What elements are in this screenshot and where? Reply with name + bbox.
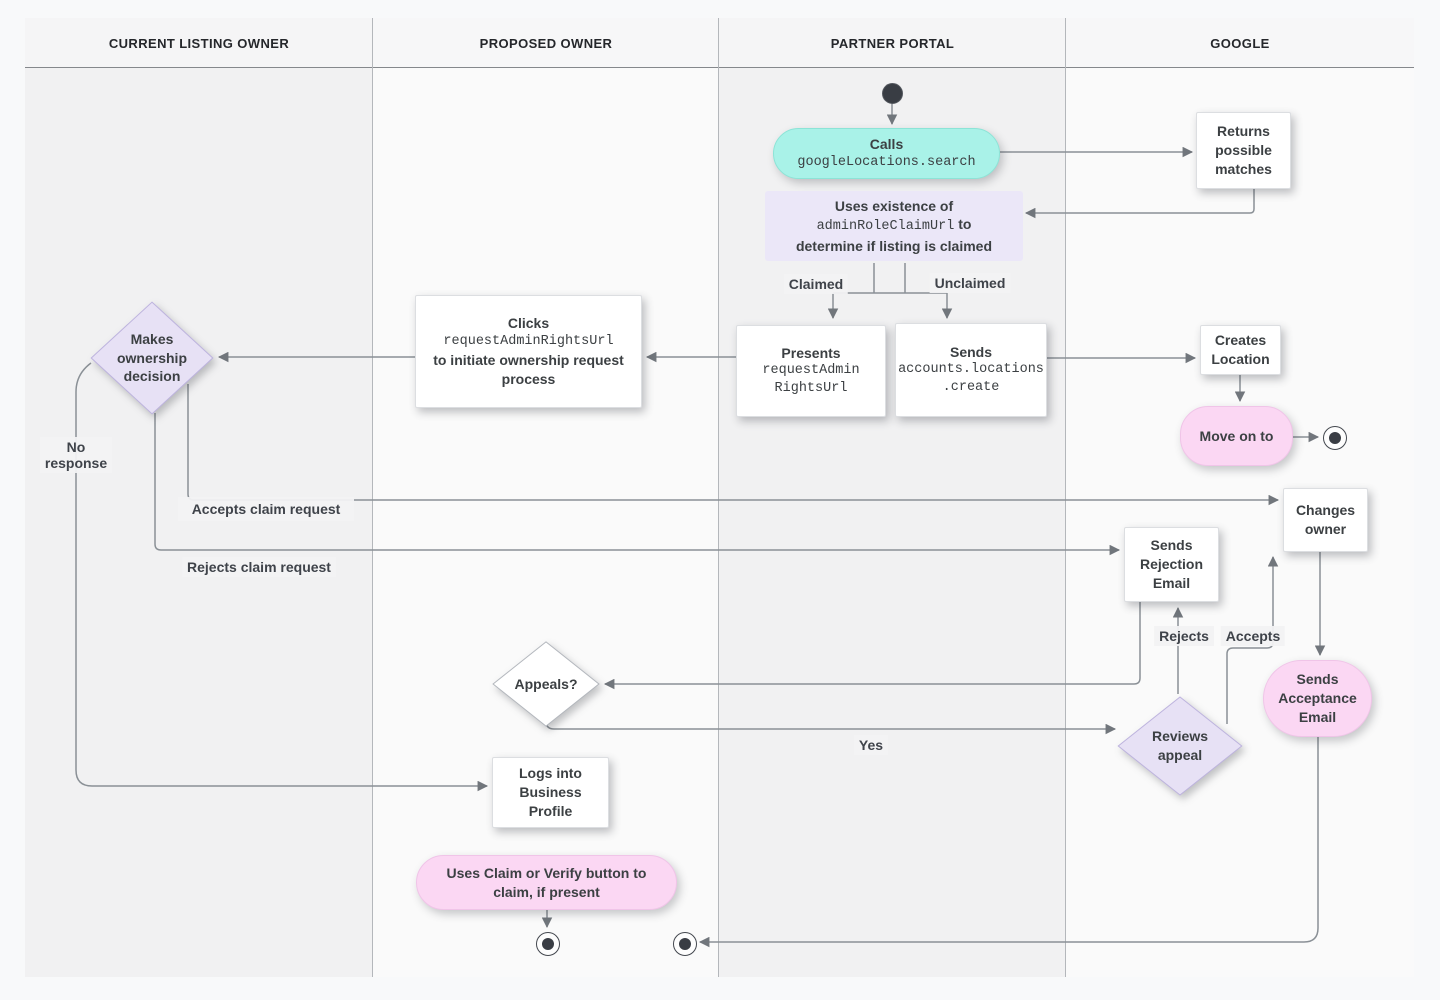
diamond-shape [492,641,600,727]
node-title: Clicks [507,315,550,332]
node-code-text: requestAdmin [762,363,860,379]
lane-header-row [25,18,1414,68]
node-text: Makes ownership decision [116,330,187,385]
edge-label-accepts: Accepts [1220,626,1286,646]
node-text: Logs into Business Profile [519,765,582,819]
end-node-dot [679,938,691,950]
node-makes-ownership-decision: Makes ownership decision [90,301,214,415]
edge-label-yes: Yes [853,735,889,755]
edge-label-rejects: Rejects [1154,626,1214,646]
node-code-text: requestAdminRightsUrl [443,334,614,350]
node-presents-requestadminrightsurl: Presents requestAdmin RightsUrl [736,325,886,417]
diamond-shape [90,301,214,415]
end-node-move-on [1323,426,1347,450]
lane-header-current-listing-owner: CURRENT LISTING OWNER [108,35,290,51]
node-text: Uses Claim or Verify button to claim, if… [446,864,647,900]
node-logs-into-business-profile: Logs into Business Profile [492,757,609,828]
node-text: Reviews appeal [1151,728,1209,763]
node-uses-claim-or-verify-button: Uses Claim or Verify button to claim, if… [416,855,677,910]
end-node-claim-flow [536,932,560,956]
node-text: Returns possible matches [1215,123,1272,177]
node-text: Changes owner [1295,502,1356,537]
node-appeals-decision: Appeals? [492,641,600,727]
end-node-dot [1329,432,1341,444]
lane-divider [1065,18,1066,977]
lane-divider [718,18,719,977]
node-sends-acceptance-email: Sends Acceptance Email [1263,660,1372,737]
node-text: Move on to [1199,427,1274,444]
node-text: Sends Rejection Email [1139,537,1203,591]
node-text: Creates Location [1211,332,1270,367]
edge-label-rejects-claim-request: Rejects claim request [182,557,336,577]
node-title: Calls [869,136,904,153]
node-title: Presents [781,344,841,361]
edge-label-accepts-claim-request: Accepts claim request [178,497,354,521]
edge-no-response-to-logs [75,362,489,792]
node-code-text: .create [942,380,1000,396]
node-title: Sends [949,343,992,360]
diamond-shape [1117,696,1243,796]
node-sends-accounts-locations-create: Sends accounts.locations .create [895,323,1047,417]
node-code-text: googleLocations.search [797,154,976,170]
node-uses-existence-adminroleclaimurl: Uses existence of adminRoleClaimUrl to d… [765,191,1023,261]
edge-returns-to-uses [1024,188,1255,219]
end-node-acceptance-flow [673,932,697,956]
node-text: Sends Acceptance Email [1278,671,1357,725]
edge-label-claimed: Claimed [783,274,849,294]
node-text-line1: Uses existence of [834,197,954,214]
edge-label-unclaimed: Unclaimed [929,273,1011,293]
node-text: Appeals? [514,675,578,692]
node-text-after-code: to [954,216,972,233]
edge-uses-branch-connector [833,263,947,294]
node-code-text: adminRoleClaimUrl [816,219,955,235]
node-text-line2: adminRoleClaimUrl to [817,215,972,236]
lane-header-partner-portal: PARTNER PORTAL [830,35,955,51]
edge-rejects-claim-to-rejection [154,413,1121,556]
node-changes-owner: Changes owner [1283,488,1368,552]
edge-acceptance-to-end [698,737,1319,948]
node-text-rest: to initiate ownership request process [433,352,624,387]
end-node-dot [542,938,554,950]
node-sends-rejection-email: Sends Rejection Email [1124,527,1219,602]
node-code-text: accounts.locations [898,362,1044,378]
node-returns-possible-matches: Returns possible matches [1196,112,1291,189]
edge-label-no-response: No response [40,437,112,473]
lane-divider [372,18,373,977]
lane-header-google: GOOGLE [1210,35,1270,51]
node-calls-googlelocations-search: Calls googleLocations.search [773,128,1000,179]
lane-header-proposed-owner: PROPOSED OWNER [479,35,613,51]
node-creates-location: Creates Location [1200,325,1281,375]
node-text-line3: determine if listing is claimed [795,237,993,254]
edge-rejection-to-appeals [603,602,1141,690]
edge-appeals-yes-to-reviews [545,720,1117,735]
edge-accepts-claim-to-changes [187,384,1280,506]
node-move-on-to: Move on to [1180,406,1293,466]
start-node [882,83,903,104]
node-code-text: RightsUrl [774,381,848,397]
node-reviews-appeal: Reviews appeal [1117,696,1243,796]
node-clicks-requestadminrightsurl: Clicks requestAdminRightsUrl to initiate… [415,295,642,408]
